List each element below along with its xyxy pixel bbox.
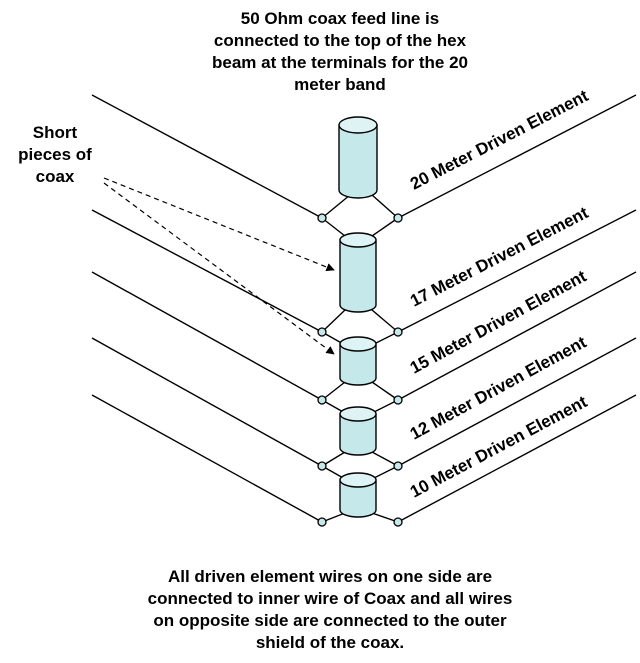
right-wire-15m — [397, 271, 637, 401]
note-line: connected to inner wire of Coax and all … — [147, 589, 513, 608]
coax-piece-12m — [339, 406, 377, 456]
note-line: on opposite side are connected to the ou… — [153, 611, 507, 630]
short-coax-label: Short pieces of coax — [10, 122, 100, 188]
coax-piece-17m — [339, 232, 377, 313]
right-wire-17m — [397, 209, 637, 333]
arrow-to-coax-15m — [103, 182, 335, 355]
label-line: pieces of — [18, 145, 92, 164]
right-wire-12m — [397, 337, 637, 467]
left-wire-10m — [91, 394, 323, 523]
terminal-10m-left — [317, 517, 327, 527]
left-wire-17m — [91, 209, 323, 333]
terminal-12m-right — [393, 461, 403, 471]
feed-line-caption: 50 Ohm coax feed line is connected to th… — [170, 8, 510, 96]
wiring-note: All driven element wires on one side are… — [100, 566, 560, 654]
terminal-20m-left — [317, 213, 327, 223]
arrow-to-coax-17m — [103, 177, 335, 272]
terminal-20m-right — [393, 213, 403, 223]
terminal-17m-right — [393, 327, 403, 337]
terminal-10m-right — [393, 517, 403, 527]
right-wire-20m — [397, 94, 637, 219]
left-wire-20m — [91, 94, 323, 219]
terminal-15m-left — [317, 395, 327, 405]
left-wire-15m — [91, 271, 323, 401]
coax-feed-line — [338, 116, 378, 199]
pointer-arrows — [103, 177, 335, 355]
note-line: shield of the coax. — [255, 633, 405, 652]
right-wire-10m — [397, 394, 637, 523]
coax-piece-15m — [339, 336, 377, 386]
terminal-12m-left — [317, 461, 327, 471]
caption-line: 50 Ohm coax feed line is — [240, 9, 440, 28]
label-line: coax — [35, 167, 75, 186]
right-wires — [397, 94, 637, 523]
label-line: Short — [32, 123, 78, 142]
caption-line: meter band — [294, 75, 386, 94]
left-wire-12m — [91, 337, 323, 467]
terminals — [317, 213, 403, 527]
coax-piece-10m — [339, 472, 377, 518]
terminal-15m-right — [393, 395, 403, 405]
note-line: All driven element wires on one side are — [167, 567, 493, 586]
terminal-17m-left — [317, 327, 327, 337]
caption-line: connected to the top of the hex — [213, 31, 467, 50]
caption-line: beam at the terminals for the 20 — [211, 53, 469, 72]
element-label-20m: 20 Meter Driven Element — [407, 86, 591, 194]
left-wires — [91, 94, 323, 523]
